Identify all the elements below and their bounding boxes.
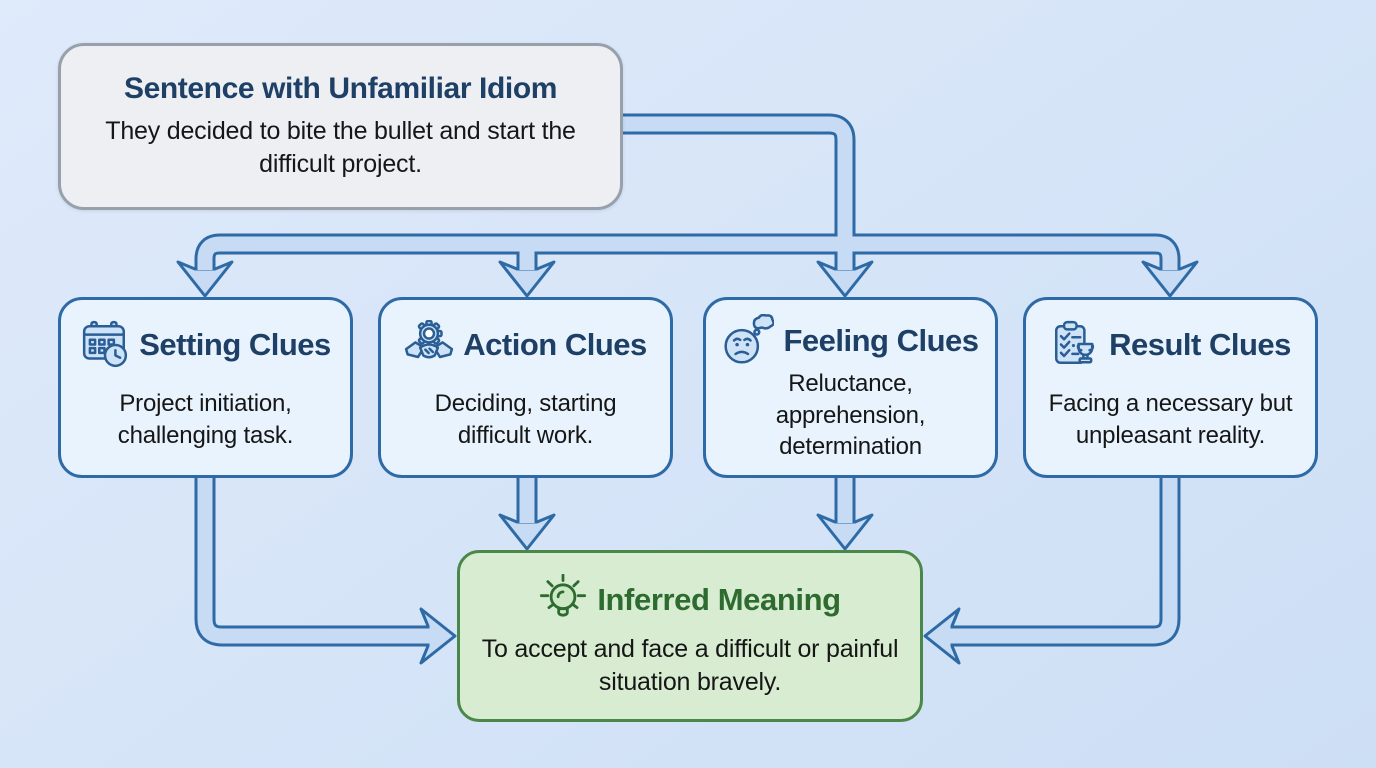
setting-clues-title: Setting Clues <box>139 327 331 362</box>
clipboard-trophy-icon <box>1055 320 1095 364</box>
action-clues-text: Deciding, starting difficult work. <box>434 389 617 449</box>
source-sentence-box: Sentence with Unfamiliar Idiom They deci… <box>58 43 623 210</box>
inferred-meaning-text: To accept and face a difficult or painfu… <box>481 634 899 696</box>
result-clues-text: Facing a necessary but unpleasant realit… <box>1048 389 1293 449</box>
pipe-cores <box>197 116 1178 644</box>
lightbulb-icon <box>540 573 587 617</box>
source-sentence-title: Sentence with Unfamiliar Idiom <box>123 72 558 105</box>
inferred-meaning-title: Inferred Meaning <box>597 581 841 617</box>
setting-clues-box: Setting Clues Project initiation, challe… <box>58 297 353 478</box>
action-clues-box: Action Clues Deciding, starting difficul… <box>378 297 673 478</box>
result-clues-title: Result Clues <box>1109 327 1291 362</box>
calendar-clock-icon <box>83 320 128 368</box>
inferred-meaning-box: Inferred Meaning To accept and face a di… <box>457 550 923 722</box>
setting-clues-text: Project initiation, challenging task. <box>117 389 294 449</box>
result-clues-box: Result Clues Facing a necessary but unpl… <box>1023 297 1318 478</box>
feeling-clues-title: Feeling Clues <box>783 323 979 358</box>
feeling-clues-box: Feeling Clues Reluctance, apprehension, … <box>703 297 998 478</box>
worried-face-icon <box>724 314 775 364</box>
action-clues-title: Action Clues <box>463 327 647 362</box>
feeling-clues-text: Reluctance, apprehension, determination <box>775 370 926 461</box>
source-sentence-text: They decided to bite the bullet and star… <box>105 117 576 178</box>
gear-handshake-icon <box>405 320 454 359</box>
